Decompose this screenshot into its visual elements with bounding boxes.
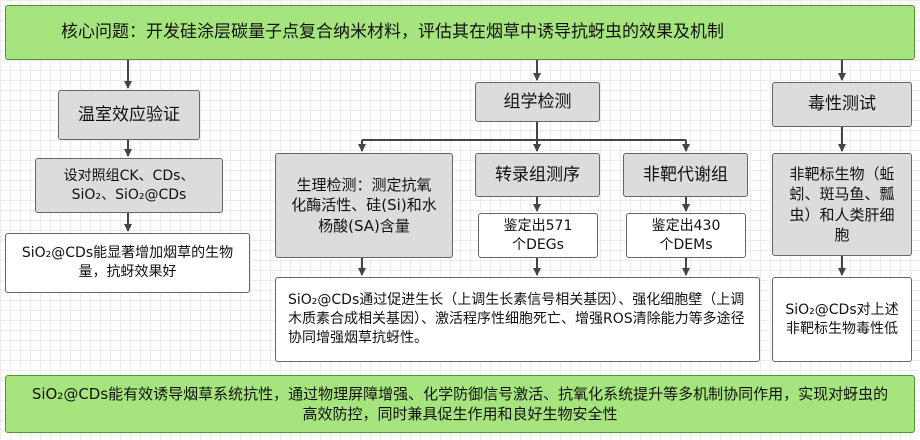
- omics-summary-box: SiO₂@CDs通过促进生长（上调生长素信号相关基因）、强化细胞壁（上调木质素合…: [275, 277, 760, 362]
- physiology-text: 生理检测：测定抗氧化酶活性、硅(Si)和水杨酸(SA)含量: [291, 176, 437, 235]
- physiology-box: 生理检测：测定抗氧化酶活性、硅(Si)和水杨酸(SA)含量: [275, 153, 453, 258]
- core-question-box: 核心问题：开发硅涂层碳量子点复合纳米材料，评估其在烟草中诱导抗蚜虫的效果及机制: [5, 5, 915, 60]
- omics-title-box: 组学检测: [475, 82, 600, 122]
- toxicity-result-box: SiO₂@CDs对上述非靶标生物毒性低: [772, 277, 912, 362]
- greenhouse-setup-box: 设对照组CK、CDs、SiO₂、SiO₂@CDs: [35, 158, 223, 213]
- greenhouse-title-box: 温室效应验证: [58, 90, 200, 140]
- metabolome-result-box: 鉴定出430个DEMs: [626, 213, 746, 258]
- greenhouse-result-box: SiO₂@CDs能显著增加烟草的生物量，抗蚜效果好: [5, 233, 250, 293]
- transcriptome-title: 转录组测序: [495, 164, 580, 185]
- toxicity-title-box: 毒性测试: [772, 82, 912, 127]
- arrow-omics-branch: [362, 122, 686, 141]
- transcriptome-result-box: 鉴定出571个DEGs: [478, 213, 598, 258]
- conclusion-text: SiO₂@CDs能有效诱导烟草系统抗性，通过物理屏障增强、化学防御信号激活、抗氧…: [31, 384, 889, 423]
- greenhouse-result-text: SiO₂@CDs能显著增加烟草的生物量，抗蚜效果好: [21, 245, 234, 280]
- omics-title: 组学检测: [503, 91, 572, 112]
- conclusion-box: SiO₂@CDs能有效诱导烟草系统抗性，通过物理屏障增强、化学防御信号激活、抗氧…: [5, 375, 915, 433]
- omics-summary-text: SiO₂@CDs通过促进生长（上调生长素信号相关基因）、强化细胞壁（上调木质素合…: [288, 292, 745, 346]
- core-question-text: 核心问题：开发硅涂层碳量子点复合纳米材料，评估其在烟草中诱导抗蚜虫的效果及机制: [61, 22, 724, 43]
- metabolome-result-text: 鉴定出430个DEMs: [651, 217, 721, 253]
- transcriptome-result-text: 鉴定出571个DEGs: [503, 217, 573, 253]
- greenhouse-title: 温室效应验证: [78, 104, 180, 125]
- toxicity-targets-text: 非靶标生物（蚯蚓、斑马鱼、瓢虫）和人类肝细胞: [789, 165, 895, 244]
- metabolome-title-box: 非靶代谢组: [623, 153, 748, 197]
- toxicity-targets-box: 非靶标生物（蚯蚓、斑马鱼、瓢虫）和人类肝细胞: [772, 153, 912, 256]
- metabolome-title: 非靶代谢组: [643, 164, 728, 185]
- toxicity-result-text: SiO₂@CDs对上述非靶标生物毒性低: [785, 301, 899, 337]
- transcriptome-title-box: 转录组测序: [475, 153, 600, 197]
- toxicity-title: 毒性测试: [808, 94, 876, 115]
- greenhouse-setup-text: 设对照组CK、CDs、SiO₂、SiO₂@CDs: [63, 167, 195, 203]
